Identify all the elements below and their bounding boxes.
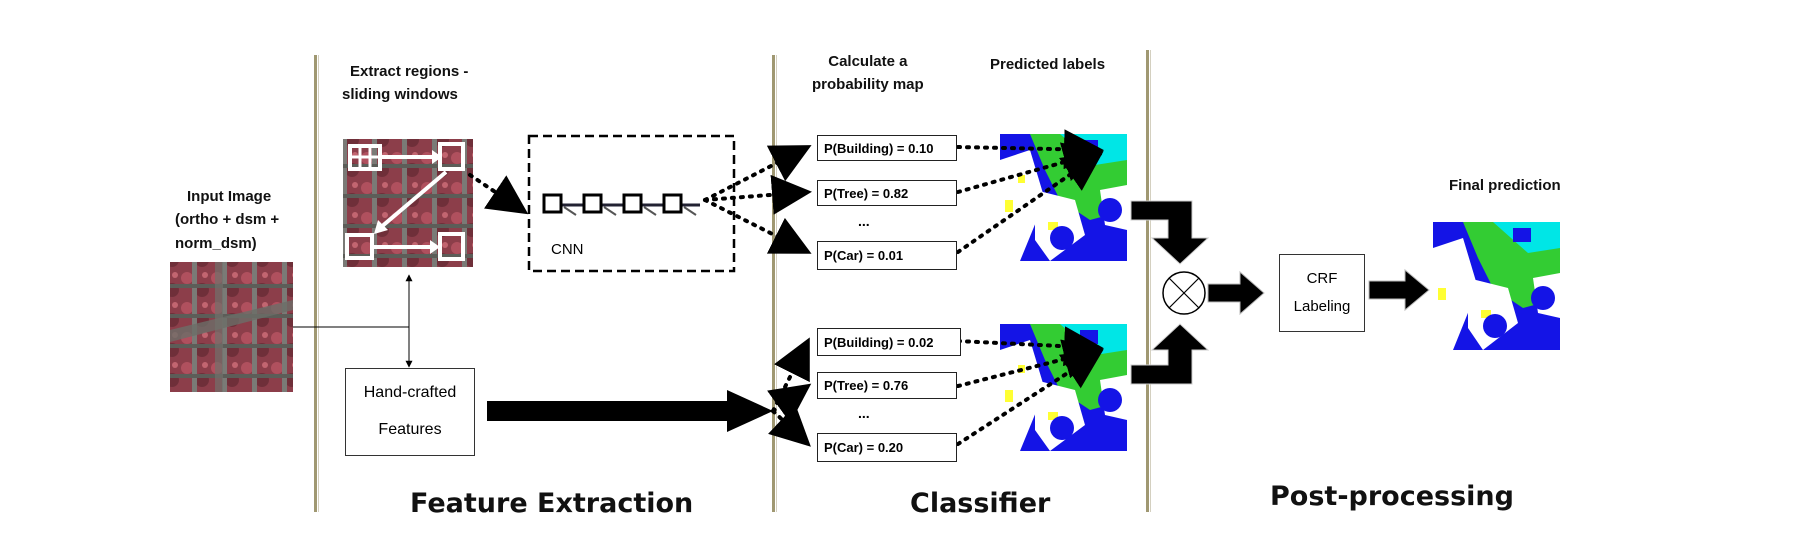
prob-building-cnn: P(Building) = 0.10 xyxy=(817,135,957,161)
prob-car-cnn: P(Car) = 0.01 xyxy=(817,241,957,270)
sliding-windows-image xyxy=(343,139,473,267)
predicted-labels-map-top xyxy=(1000,134,1127,261)
handcrafted-line-2: Features xyxy=(378,421,442,438)
prob-building-hand: P(Building) = 0.02 xyxy=(817,328,961,356)
final-prediction-map xyxy=(1433,222,1560,350)
arrow-to-final xyxy=(1368,268,1430,312)
section-classifier: Classifier xyxy=(910,488,1051,519)
crf-line-1: CRF xyxy=(1306,269,1338,287)
input-connector xyxy=(293,274,413,368)
hand-to-prob-arrows xyxy=(767,337,812,447)
cnn-box xyxy=(527,134,736,273)
handcrafted-line-1: Hand-crafted xyxy=(363,384,457,402)
crf-line-2: Labeling xyxy=(1293,298,1351,315)
ellipsis-cnn: ... xyxy=(858,213,870,229)
divider-lines xyxy=(314,50,1151,512)
input-title-line-2: (ortho + dsm + xyxy=(175,211,280,229)
combine-operator-icon xyxy=(1162,271,1206,315)
crf-labeling-box: CRF Labeling xyxy=(1279,254,1365,332)
input-image xyxy=(170,262,293,392)
final-prediction-title: Final prediction xyxy=(1449,177,1561,194)
cnn-label: CNN xyxy=(551,241,584,258)
elbow-arrow-top xyxy=(1130,200,1210,265)
predicted-labels-map-bottom xyxy=(1000,324,1127,451)
arrow-to-crf xyxy=(1207,270,1265,316)
prob-to-map-arrows xyxy=(956,129,1104,446)
extract-regions-line-2: sliding windows xyxy=(342,86,458,104)
extract-regions-line-1: Extract regions - xyxy=(350,63,469,80)
prob-tree-cnn: P(Tree) = 0.82 xyxy=(817,180,957,206)
dotted-arrow-to-cnn xyxy=(468,173,529,215)
cnn-to-prob-arrows xyxy=(703,145,812,254)
prob-tree-hand: P(Tree) = 0.76 xyxy=(817,372,957,399)
prob-map-line-1: Calculate a xyxy=(828,53,908,70)
elbow-arrow-bottom xyxy=(1130,323,1210,385)
predicted-labels-title: Predicted labels xyxy=(990,56,1106,73)
section-feature-extraction: Feature Extraction xyxy=(410,488,694,519)
probability-map-label: Calculate a probability map xyxy=(812,50,924,97)
prob-map-line-2: probability map xyxy=(812,76,924,94)
handcrafted-arrow xyxy=(487,390,773,432)
section-post-processing: Post-processing xyxy=(1270,481,1514,512)
input-image-title: Input Image (ortho + dsm + norm_dsm) xyxy=(175,185,279,255)
input-title-line-1: Input Image xyxy=(187,188,272,205)
extract-regions-label: Extract regions - sliding windows xyxy=(342,60,468,107)
input-title-line-3: norm_dsm) xyxy=(175,234,257,252)
handcrafted-features-box: Hand-crafted Features xyxy=(345,368,475,456)
ellipsis-hand: ... xyxy=(858,405,870,421)
prob-car-hand: P(Car) = 0.20 xyxy=(817,433,957,462)
